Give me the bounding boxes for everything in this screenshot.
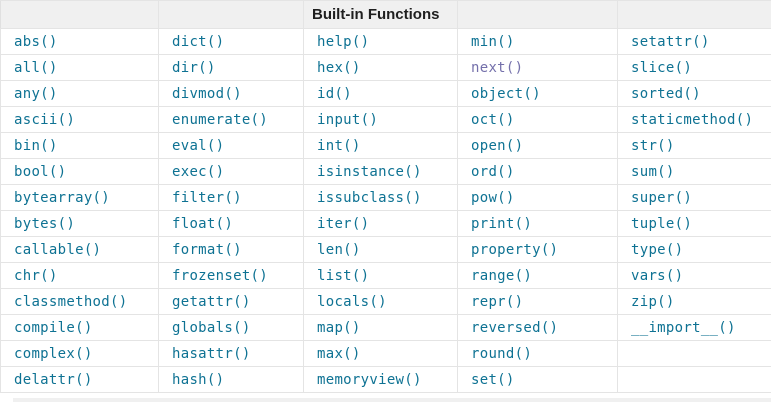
function-link-slice[interactable]: slice() [631, 59, 693, 76]
table-row: abs() dict() help() min() setattr() [0, 28, 771, 55]
function-link-range[interactable]: range() [471, 267, 533, 284]
function-link-iter[interactable]: iter() [317, 215, 370, 232]
table-row: ascii() enumerate() input() oct() static… [0, 106, 771, 133]
function-link-float[interactable]: float() [172, 215, 234, 232]
function-link-memoryview[interactable]: memoryview() [317, 371, 422, 388]
next-table-top-edge [13, 398, 771, 402]
function-link-hasattr[interactable]: hasattr() [172, 345, 251, 362]
table-row: any() divmod() id() object() sorted() [0, 80, 771, 107]
function-link-oct[interactable]: oct() [471, 111, 515, 128]
function-link-frozenset[interactable]: frozenset() [172, 267, 269, 284]
function-link-setattr[interactable]: setattr() [631, 33, 710, 50]
table-row: bool() exec() isinstance() ord() sum() [0, 158, 771, 185]
function-link-getattr[interactable]: getattr() [172, 293, 251, 310]
function-link-hex[interactable]: hex() [317, 59, 361, 76]
table-header-row: Built-in Functions [0, 0, 771, 29]
header-cell-empty-4 [457, 0, 618, 29]
function-link-next[interactable]: next() [471, 59, 524, 76]
function-link-format[interactable]: format() [172, 241, 242, 258]
table-row: bin() eval() int() open() str() [0, 132, 771, 159]
function-link-open[interactable]: open() [471, 137, 524, 154]
function-link-bool[interactable]: bool() [14, 163, 67, 180]
function-link-sorted[interactable]: sorted() [631, 85, 701, 102]
function-link-import[interactable]: __import__() [631, 319, 736, 336]
builtin-functions-table: Built-in Functions abs() dict() help() m… [0, 0, 771, 393]
function-link-complex[interactable]: complex() [14, 345, 93, 362]
table-title: Built-in Functions [303, 0, 458, 29]
function-link-sum[interactable]: sum() [631, 163, 675, 180]
function-link-dict[interactable]: dict() [172, 33, 225, 50]
table-body: abs() dict() help() min() setattr() all(… [0, 28, 771, 393]
function-link-repr[interactable]: repr() [471, 293, 524, 310]
function-link-zip[interactable]: zip() [631, 293, 675, 310]
function-link-all[interactable]: all() [14, 59, 58, 76]
function-link-hash[interactable]: hash() [172, 371, 225, 388]
function-link-issubclass[interactable]: issubclass() [317, 189, 422, 206]
function-link-divmod[interactable]: divmod() [172, 85, 242, 102]
table-row: delattr() hash() memoryview() set() [0, 366, 771, 393]
header-cell-empty-5 [617, 0, 771, 29]
function-link-max[interactable]: max() [317, 345, 361, 362]
function-link-pow[interactable]: pow() [471, 189, 515, 206]
function-link-vars[interactable]: vars() [631, 267, 684, 284]
function-link-chr[interactable]: chr() [14, 267, 58, 284]
function-link-filter[interactable]: filter() [172, 189, 242, 206]
function-link-input[interactable]: input() [317, 111, 379, 128]
function-link-ord[interactable]: ord() [471, 163, 515, 180]
function-link-callable[interactable]: callable() [14, 241, 102, 258]
table-row: bytearray() filter() issubclass() pow() … [0, 184, 771, 211]
table-row: classmethod() getattr() locals() repr() … [0, 288, 771, 315]
header-cell-empty-2 [158, 0, 304, 29]
table-row: callable() format() len() property() typ… [0, 236, 771, 263]
function-link-exec[interactable]: exec() [172, 163, 225, 180]
function-link-staticmethod[interactable]: staticmethod() [631, 111, 754, 128]
table-row: complex() hasattr() max() round() [0, 340, 771, 367]
table-row: compile() globals() map() reversed() __i… [0, 314, 771, 341]
table-row: chr() frozenset() list() range() vars() [0, 262, 771, 289]
header-cell-empty-1 [0, 0, 159, 29]
function-link-reversed[interactable]: reversed() [471, 319, 559, 336]
function-link-bytes[interactable]: bytes() [14, 215, 76, 232]
function-link-delattr[interactable]: delattr() [14, 371, 93, 388]
empty-cell [617, 366, 771, 393]
function-link-print[interactable]: print() [471, 215, 533, 232]
function-link-round[interactable]: round() [471, 345, 533, 362]
table-row: bytes() float() iter() print() tuple() [0, 210, 771, 237]
function-link-type[interactable]: type() [631, 241, 684, 258]
function-link-classmethod[interactable]: classmethod() [14, 293, 128, 310]
function-link-help[interactable]: help() [317, 33, 370, 50]
function-link-bytearray[interactable]: bytearray() [14, 189, 111, 206]
function-link-set[interactable]: set() [471, 371, 515, 388]
table-row: all() dir() hex() next() slice() [0, 54, 771, 81]
function-link-abs[interactable]: abs() [14, 33, 58, 50]
function-link-globals[interactable]: globals() [172, 319, 251, 336]
function-link-dir[interactable]: dir() [172, 59, 216, 76]
function-link-id[interactable]: id() [317, 85, 352, 102]
function-link-str[interactable]: str() [631, 137, 675, 154]
function-link-len[interactable]: len() [317, 241, 361, 258]
function-link-any[interactable]: any() [14, 85, 58, 102]
function-link-super[interactable]: super() [631, 189, 693, 206]
function-link-int[interactable]: int() [317, 137, 361, 154]
function-link-tuple[interactable]: tuple() [631, 215, 693, 232]
function-link-isinstance[interactable]: isinstance() [317, 163, 422, 180]
function-link-locals[interactable]: locals() [317, 293, 387, 310]
function-link-map[interactable]: map() [317, 319, 361, 336]
function-link-object[interactable]: object() [471, 85, 541, 102]
function-link-min[interactable]: min() [471, 33, 515, 50]
function-link-ascii[interactable]: ascii() [14, 111, 76, 128]
function-link-list[interactable]: list() [317, 267, 370, 284]
function-link-eval[interactable]: eval() [172, 137, 225, 154]
function-link-bin[interactable]: bin() [14, 137, 58, 154]
empty-cell [617, 340, 771, 367]
function-link-compile[interactable]: compile() [14, 319, 93, 336]
function-link-property[interactable]: property() [471, 241, 559, 258]
function-link-enumerate[interactable]: enumerate() [172, 111, 269, 128]
